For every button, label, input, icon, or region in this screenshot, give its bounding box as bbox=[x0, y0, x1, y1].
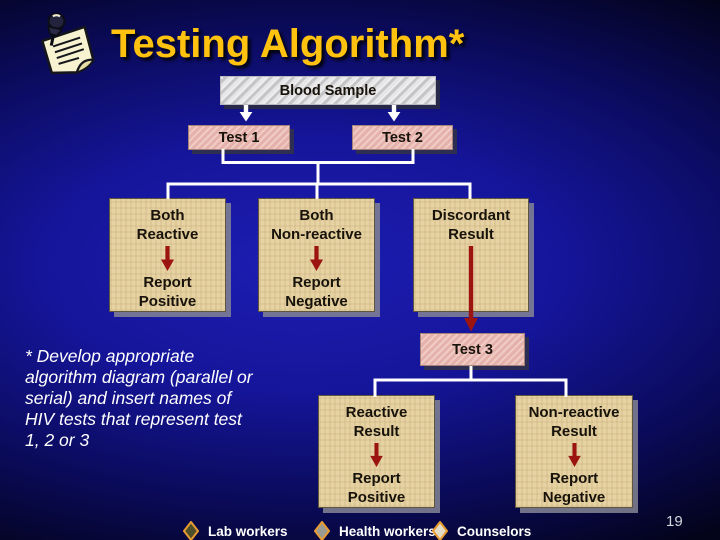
node-blood-sample: Blood Sample bbox=[220, 76, 436, 105]
node-test-1: Test 1 bbox=[188, 125, 290, 150]
legend-label: Counselors bbox=[457, 523, 532, 539]
node-label: Report Positive bbox=[138, 274, 197, 310]
node-label: Non-reactive Result bbox=[528, 404, 620, 440]
node-label: Both Non-reactive bbox=[271, 207, 362, 243]
node-label: Report Positive bbox=[347, 470, 406, 506]
node-reactive-result: Reactive Result Report Positive bbox=[318, 395, 435, 508]
footnote-text: * Develop appropriate algorithm diagram … bbox=[25, 346, 253, 450]
legend-label: Lab workers bbox=[208, 523, 288, 539]
node-label: Reactive Result bbox=[345, 404, 408, 440]
node-label: Blood Sample bbox=[279, 82, 377, 99]
red-arrow-icon bbox=[567, 443, 581, 467]
red-arrow-icon bbox=[370, 443, 383, 467]
down-arrow-icon bbox=[239, 105, 253, 122]
node-both-reactive: Both Reactive Report Positive bbox=[109, 198, 226, 312]
legend-item-counselors: Counselors bbox=[432, 521, 531, 540]
node-discordant-result: Discordant Result bbox=[413, 198, 529, 312]
node-label: Test 2 bbox=[382, 129, 423, 146]
diamond-icon bbox=[314, 521, 330, 540]
node-test-2: Test 2 bbox=[352, 125, 453, 150]
legend-item-lab-workers: Lab workers bbox=[183, 521, 288, 540]
down-arrow-icon bbox=[387, 105, 401, 122]
node-both-nonreactive: Both Non-reactive Report Negative bbox=[258, 198, 375, 312]
node-label: Discordant Result bbox=[431, 207, 511, 243]
node-label: Report Negative bbox=[542, 470, 606, 506]
node-label: Test 1 bbox=[218, 129, 260, 146]
page-title: Testing Algorithm* bbox=[111, 22, 465, 66]
diamond-icon bbox=[432, 521, 448, 540]
node-label: Both Reactive bbox=[136, 207, 199, 243]
node-label: Report Negative bbox=[285, 274, 348, 310]
node-test-3: Test 3 bbox=[420, 333, 525, 366]
red-arrow-icon bbox=[160, 246, 175, 271]
node-label: Test 3 bbox=[452, 341, 493, 358]
diamond-icon bbox=[183, 521, 199, 540]
node-nonreactive-result: Non-reactive Result Report Negative bbox=[515, 395, 633, 508]
legend-item-health-workers: Health workers bbox=[314, 521, 436, 540]
legend-label: Health workers bbox=[339, 523, 436, 539]
note-pushpin-icon bbox=[40, 12, 96, 75]
red-arrow-icon bbox=[309, 246, 324, 271]
page-number: 19 bbox=[666, 513, 683, 530]
